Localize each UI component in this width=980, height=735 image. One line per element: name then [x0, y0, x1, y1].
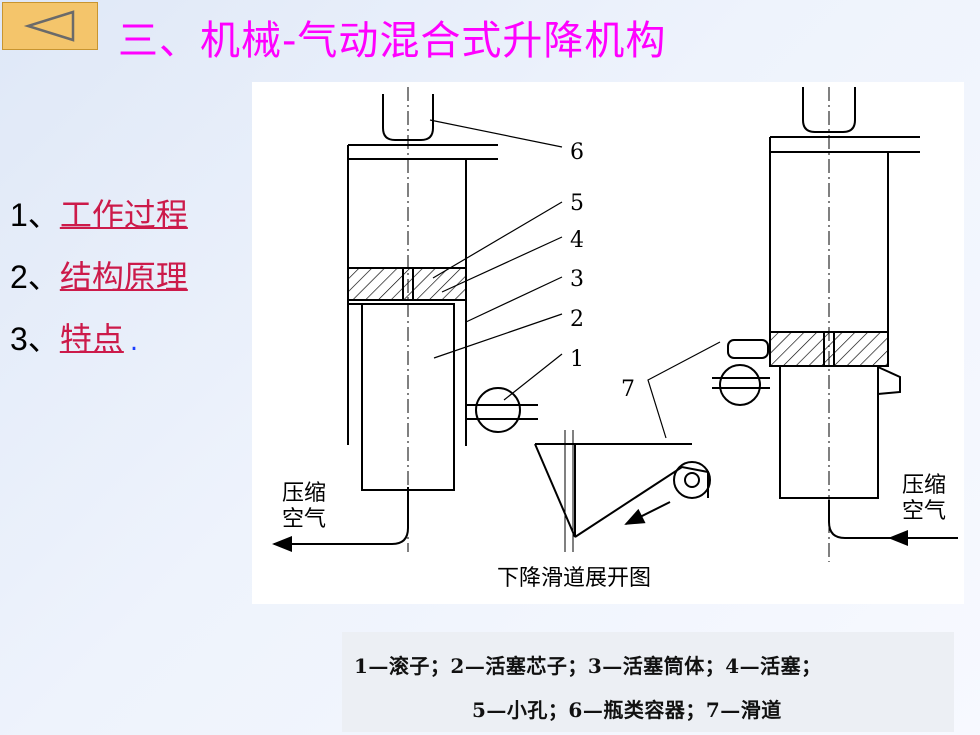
part-label-7: 7: [621, 377, 635, 402]
part-label-2: 2: [570, 307, 584, 332]
right-mechanism: [712, 87, 958, 562]
toc-item-2: 2、 结构原理: [10, 252, 188, 314]
part-label-4: 4: [570, 228, 584, 253]
legend-panel: 1—滚子；2—活塞芯子；3—活塞筒体；4—活塞； 5—小孔；6—瓶类容器；7—滑…: [342, 632, 954, 732]
toc-number: 2、: [10, 259, 60, 295]
air-labels: 压缩 空气 压缩 空气 下降滑道展开图: [282, 473, 946, 591]
toc-item-3: 3、 特点 .: [10, 314, 188, 376]
toc-number: 1、: [10, 197, 60, 233]
toc-dot: .: [129, 327, 139, 357]
page-title: 三、机械-气动混合式升降机构: [118, 18, 667, 64]
leader-lines: [429, 119, 721, 439]
air-label-right-line1: 压缩: [902, 473, 946, 498]
part-label-3: 3: [570, 267, 584, 292]
toc-item-1: 1、 工作过程: [10, 190, 188, 252]
mechanism-drawing: 6 5 4 3 2 1 7 压缩 空气 压缩 空气 下降滑道展开图: [272, 87, 958, 591]
air-label-left-line2: 空气: [282, 507, 326, 532]
part-numbers: 6 5 4 3 2 1 7: [570, 140, 635, 402]
part-label-1: 1: [570, 347, 584, 372]
legend-line-2: 5—小孔；6—瓶类容器；7—滑道: [472, 698, 782, 722]
chute-caption: 下降滑道展开图: [497, 566, 651, 591]
left-mechanism: [272, 87, 538, 552]
toc-link-features[interactable]: 特点: [59, 320, 124, 358]
mechanism-diagram: 6 5 4 3 2 1 7 压缩 空气 压缩 空气 下降滑道展开图: [252, 82, 964, 604]
back-button[interactable]: [2, 2, 98, 50]
triangle-left-icon: [23, 10, 75, 42]
part-label-6: 6: [570, 140, 584, 165]
toc-link-work-process[interactable]: 工作过程: [59, 196, 188, 234]
toc-list: 1、 工作过程 2、 结构原理 3、 特点 .: [10, 190, 188, 376]
chute: [534, 430, 711, 552]
part-label-5: 5: [570, 191, 584, 216]
legend-line-1: 1—滚子；2—活塞芯子；3—活塞筒体；4—活塞；: [354, 654, 822, 678]
toc-number: 3、: [10, 321, 60, 357]
air-label-left-line1: 压缩: [282, 481, 326, 506]
air-label-right-line2: 空气: [902, 499, 946, 524]
toc-link-structure-principle[interactable]: 结构原理: [59, 258, 188, 296]
